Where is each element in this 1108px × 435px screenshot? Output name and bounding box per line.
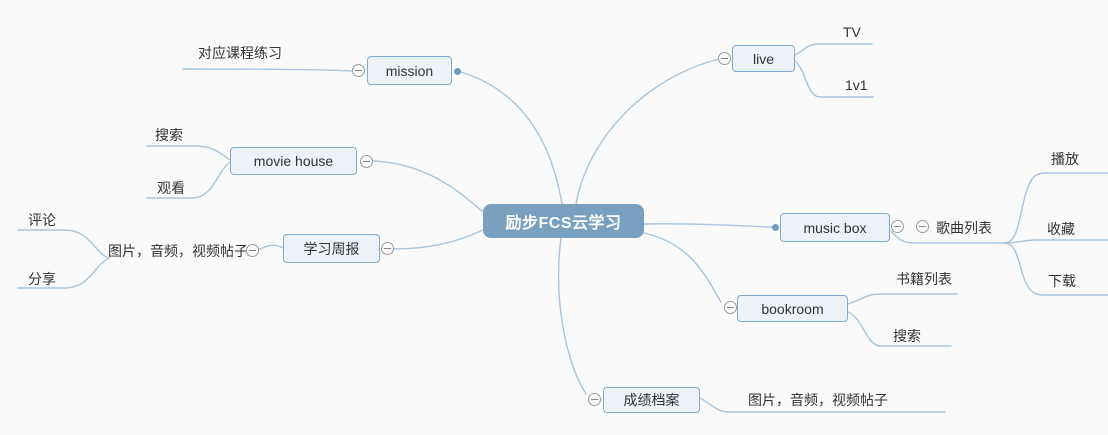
minus-glyph [894,226,901,227]
node-movie-house[interactable]: movie house [230,147,357,175]
node-movie-watch[interactable]: 观看 [157,180,185,196]
node-music-box[interactable]: music box [780,213,890,242]
edge-songlist-download [1003,242,1108,296]
live-collapse-icon[interactable] [718,52,731,65]
minus-glyph [355,70,362,71]
edge-live-1v1 [794,60,874,98]
node-play[interactable]: 播放 [1051,151,1079,167]
node-mission[interactable]: mission [367,56,452,85]
edge-root-live [575,58,720,205]
minus-glyph [919,226,926,227]
minus-glyph [363,161,370,162]
edge-posts-weekly [257,244,284,251]
edge-weekly-root [393,229,484,250]
weekly-report-collapse-icon[interactable] [381,242,394,255]
node-download[interactable]: 下载 [1048,273,1076,289]
edge-moviehouse-root [371,160,484,213]
node-favorite[interactable]: 收藏 [1047,221,1075,237]
minus-glyph [591,399,598,400]
node-share[interactable]: 分享 [28,271,56,287]
node-live[interactable]: live [732,45,795,72]
edge-mission-root [460,71,563,205]
node-song-list[interactable]: 歌曲列表 [936,220,992,236]
bookroom-collapse-icon[interactable] [724,301,737,314]
edge-musicbox-songlist [890,230,1005,244]
score-archive-collapse-icon[interactable] [588,393,601,406]
music-box-collapse-icon[interactable] [891,220,904,233]
root-node[interactable]: 励步FCS云学习 [483,204,644,238]
edge-bookroom-booklist [847,293,958,305]
edge-root-musicbox [643,223,773,228]
edge-score-posts [699,397,946,413]
weekly-posts-collapse-icon[interactable] [246,244,259,257]
node-movie-search[interactable]: 搜索 [155,127,183,143]
edge-songlist-favorite [1003,239,1108,244]
music-box-anchor-dot-icon [772,224,779,231]
edge-root-bookroom [643,232,722,303]
minus-glyph [384,248,391,249]
node-1v1[interactable]: 1v1 [845,77,868,93]
node-course-practice[interactable]: 对应课程练习 [198,45,282,61]
node-bookroom-search[interactable]: 搜索 [893,328,921,344]
edge-share-posts [17,257,110,289]
mission-anchor-dot-icon [454,68,461,75]
movie-house-collapse-icon[interactable] [360,155,373,168]
edge-watch-moviehouse [146,161,231,199]
edge-bookroom-search [847,311,952,347]
edge-songlist-play [1003,172,1108,244]
node-book-list[interactable]: 书籍列表 [896,271,952,287]
minus-glyph [727,307,734,308]
edge-root-score [557,237,587,395]
node-bookroom[interactable]: bookroom [737,295,848,322]
node-score-posts[interactable]: 图片，音频，视频帖子 [748,392,888,408]
edge-comment-posts [17,229,110,259]
node-weekly-posts[interactable]: 图片，音频，视频帖子 [108,243,248,259]
minus-glyph [249,250,256,251]
node-weekly-report[interactable]: 学习周报 [283,234,380,263]
edge-practice-mission [182,68,353,72]
node-score-archive[interactable]: 成绩档案 [603,387,700,413]
edge-live-tv [794,43,873,56]
mission-collapse-icon[interactable] [352,64,365,77]
song-list-collapse-icon[interactable] [916,220,929,233]
minus-glyph [721,58,728,59]
node-comment[interactable]: 评论 [28,212,56,228]
node-tv[interactable]: TV [843,24,861,40]
edge-search-moviehouse [146,145,231,161]
